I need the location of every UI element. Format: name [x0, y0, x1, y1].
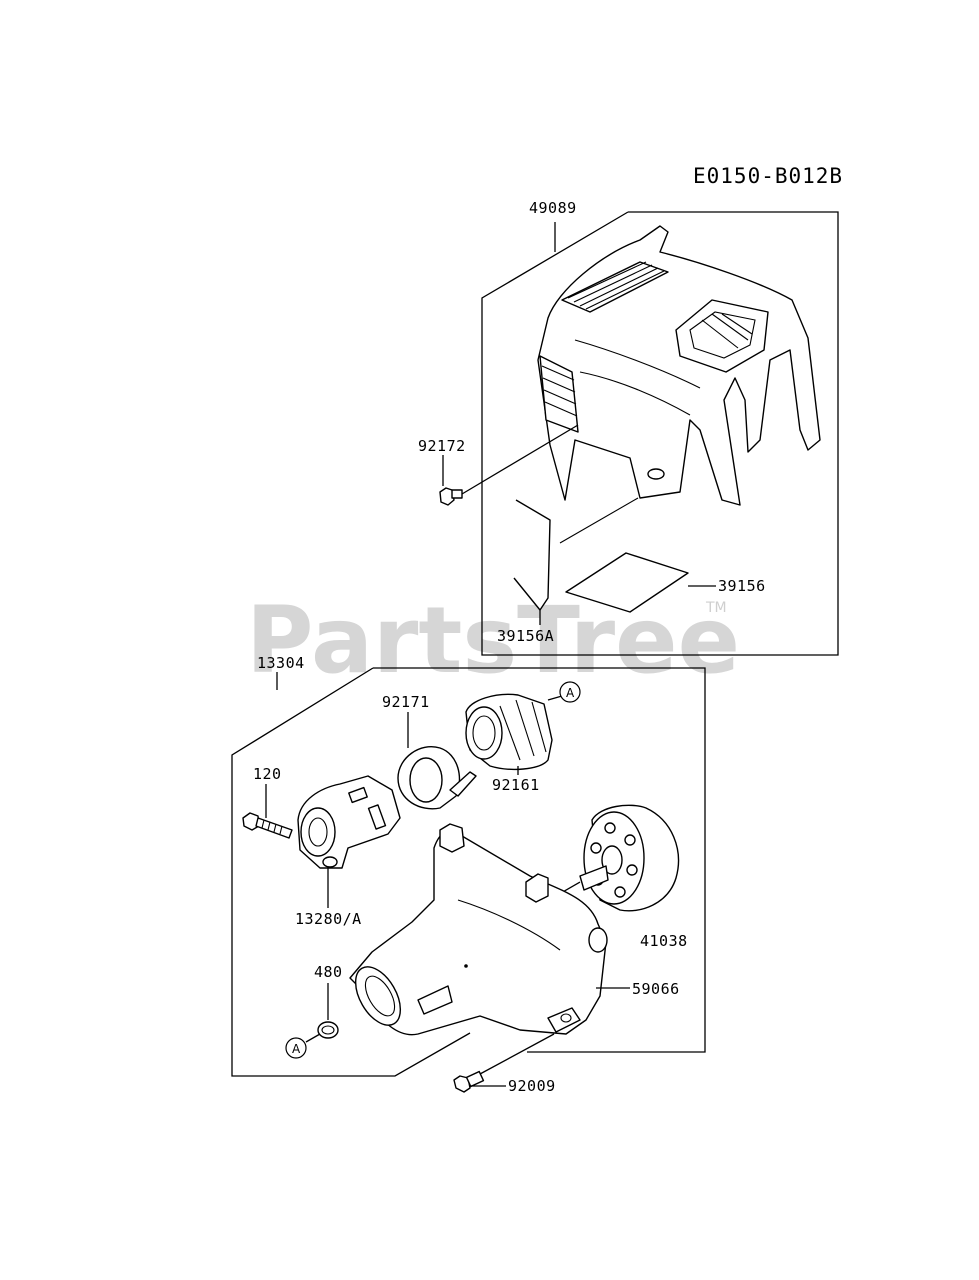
label-13304: 13304 [257, 654, 305, 672]
bolt-120[interactable] [242, 784, 293, 839]
label-480: 480 [314, 963, 343, 981]
label-39156A-part[interactable] [513, 499, 551, 625]
ring-92171[interactable] [397, 712, 477, 810]
callout-a-top: A [559, 681, 581, 703]
label-49089: 49089 [529, 199, 577, 217]
screw-92172[interactable] [439, 424, 579, 506]
label-92172: 92172 [418, 437, 466, 455]
label-92009: 92009 [508, 1077, 556, 1095]
callout-a-bottom-text: A [292, 1042, 301, 1056]
lower-assembly-frame [231, 667, 706, 1077]
watermark: PartsTree TM [246, 587, 740, 694]
label-92171: 92171 [382, 693, 430, 711]
watermark-text: PartsTree [246, 587, 740, 694]
watermark-trademark: TM [705, 600, 727, 616]
housing-59066[interactable] [346, 823, 630, 1036]
engine-cover-49089[interactable] [537, 225, 821, 544]
label-120: 120 [253, 765, 282, 783]
holder-13280A[interactable] [297, 775, 401, 908]
cylinder-92161[interactable] [465, 693, 563, 775]
label-39156-part[interactable] [565, 552, 716, 613]
upper-assembly-frame [481, 211, 839, 656]
oring-480[interactable] [305, 983, 339, 1043]
callout-a-bottom: A [285, 1037, 307, 1059]
label-13280A: 13280/A [295, 910, 362, 928]
label-41038: 41038 [640, 932, 688, 950]
callout-a-top-text: A [566, 686, 575, 700]
clutch-drum-41038[interactable] [541, 804, 680, 912]
label-59066: 59066 [632, 980, 680, 998]
label-39156A: 39156A [497, 627, 554, 645]
label-39156: 39156 [718, 577, 766, 595]
label-92161: 92161 [492, 776, 540, 794]
diagram-code: E0150-B012B [693, 164, 843, 188]
bolt-92009[interactable] [453, 1033, 555, 1093]
